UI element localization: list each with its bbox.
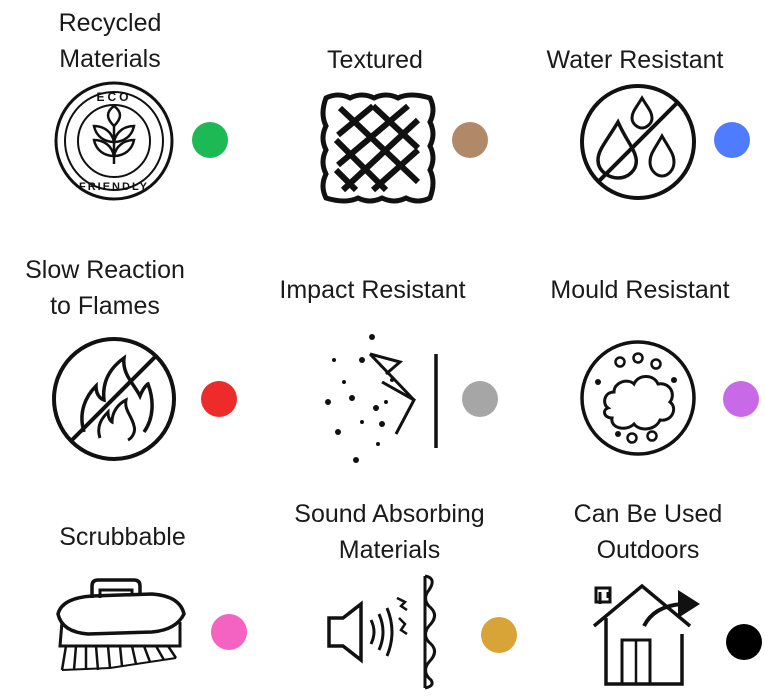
impact-icon — [322, 332, 442, 466]
feature-label-textured: Textured — [327, 46, 423, 74]
scrub-brush-icon — [52, 574, 192, 674]
feature-label-flames: Slow Reaction to Flames — [25, 256, 185, 320]
eco-badge-top-text: ECO — [96, 90, 131, 104]
color-dot-green — [192, 122, 228, 158]
no-fire-icon — [48, 334, 180, 464]
no-water-icon — [576, 80, 704, 204]
feature-label-mould: Mould Resistant — [550, 276, 730, 304]
mould-icon — [578, 338, 704, 460]
eco-badge-bottom-text: FRIENDLY — [79, 181, 149, 193]
house-outdoor-icon — [590, 582, 710, 688]
feature-label-outdoors: Can Be Used Outdoors — [573, 500, 723, 564]
eco-friendly-icon: ECO FRIENDLY — [48, 80, 180, 202]
color-dot-purple — [723, 381, 759, 417]
textured-mesh-icon — [318, 90, 438, 206]
feature-label-impact: Impact Resistant — [279, 276, 466, 304]
color-dot-black — [726, 624, 762, 660]
feature-label-scrubbable: Scrubbable — [59, 523, 186, 551]
color-dot-tan — [452, 122, 488, 158]
color-dot-blue — [714, 122, 750, 158]
color-dot-gray — [462, 381, 498, 417]
color-dot-pink — [211, 614, 247, 650]
color-dot-red — [201, 381, 237, 417]
feature-label-recycled: Recycled Materials — [58, 9, 162, 73]
feature-label-water-resistant: Water Resistant — [546, 46, 724, 74]
sound-absorb-icon — [325, 572, 453, 692]
color-dot-gold — [481, 617, 517, 653]
feature-label-sound: Sound Absorbing Materials — [294, 500, 485, 564]
